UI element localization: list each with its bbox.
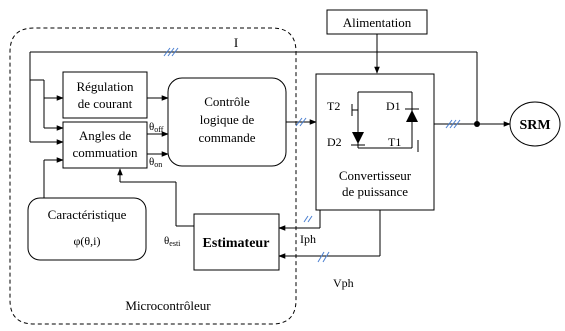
current-junction-dot	[474, 121, 480, 127]
output-bus-mark	[445, 119, 461, 129]
vph-bus-mark	[317, 251, 330, 263]
theta-on-label: θon	[149, 156, 162, 169]
regulation-label-1: Régulation	[76, 79, 134, 94]
d1-label: D1	[386, 99, 401, 113]
caracteristique-label: Caractéristique	[48, 207, 127, 222]
estimateur-block	[193, 213, 280, 271]
alimentation-block	[326, 9, 428, 35]
estimateur-label: Estimateur	[203, 236, 270, 251]
t2-label: T2	[327, 99, 340, 113]
convertisseur-label-1: Convertisseur	[339, 168, 412, 183]
caracteristique-formula: φ(θ,i)	[74, 234, 101, 248]
alimentation-label: Alimentation	[343, 15, 412, 30]
microcontroller-boundary	[9, 27, 297, 325]
iph-bus-mark	[303, 215, 313, 223]
current-bus-mark	[163, 47, 179, 57]
current-label: I	[234, 35, 238, 50]
regulation-label-2: de courant	[78, 96, 133, 111]
convertisseur-label-2: de puissance	[342, 184, 408, 199]
vph-label: Vph	[333, 276, 354, 290]
diode-d1-symbol	[406, 110, 418, 122]
diode-d2-symbol	[352, 132, 364, 144]
angles-label-2: commuation	[73, 145, 138, 160]
converter-circuit	[351, 91, 413, 149]
convertisseur-block	[315, 73, 435, 211]
angles-block	[62, 121, 148, 169]
d2-label: D2	[327, 135, 342, 149]
microcontroller-label: Microcontrôleur	[125, 298, 211, 313]
theta-off-label: θoff	[149, 121, 164, 134]
srm-motor	[509, 101, 561, 147]
iph-label: Iph	[300, 232, 316, 246]
theta-esti-label: θesti	[164, 235, 181, 248]
regulation-block	[62, 71, 148, 119]
controle-label-1: Contrôle	[204, 94, 250, 109]
controle-label-3: commande	[198, 130, 255, 145]
srm-label: SRM	[519, 118, 550, 133]
controle-label-2: logique de	[200, 112, 255, 127]
caracteristique-block	[27, 197, 147, 261]
angles-label-1: Angles de	[79, 128, 132, 143]
t1-label: T1	[388, 135, 401, 149]
control-bus-mark	[295, 117, 307, 127]
